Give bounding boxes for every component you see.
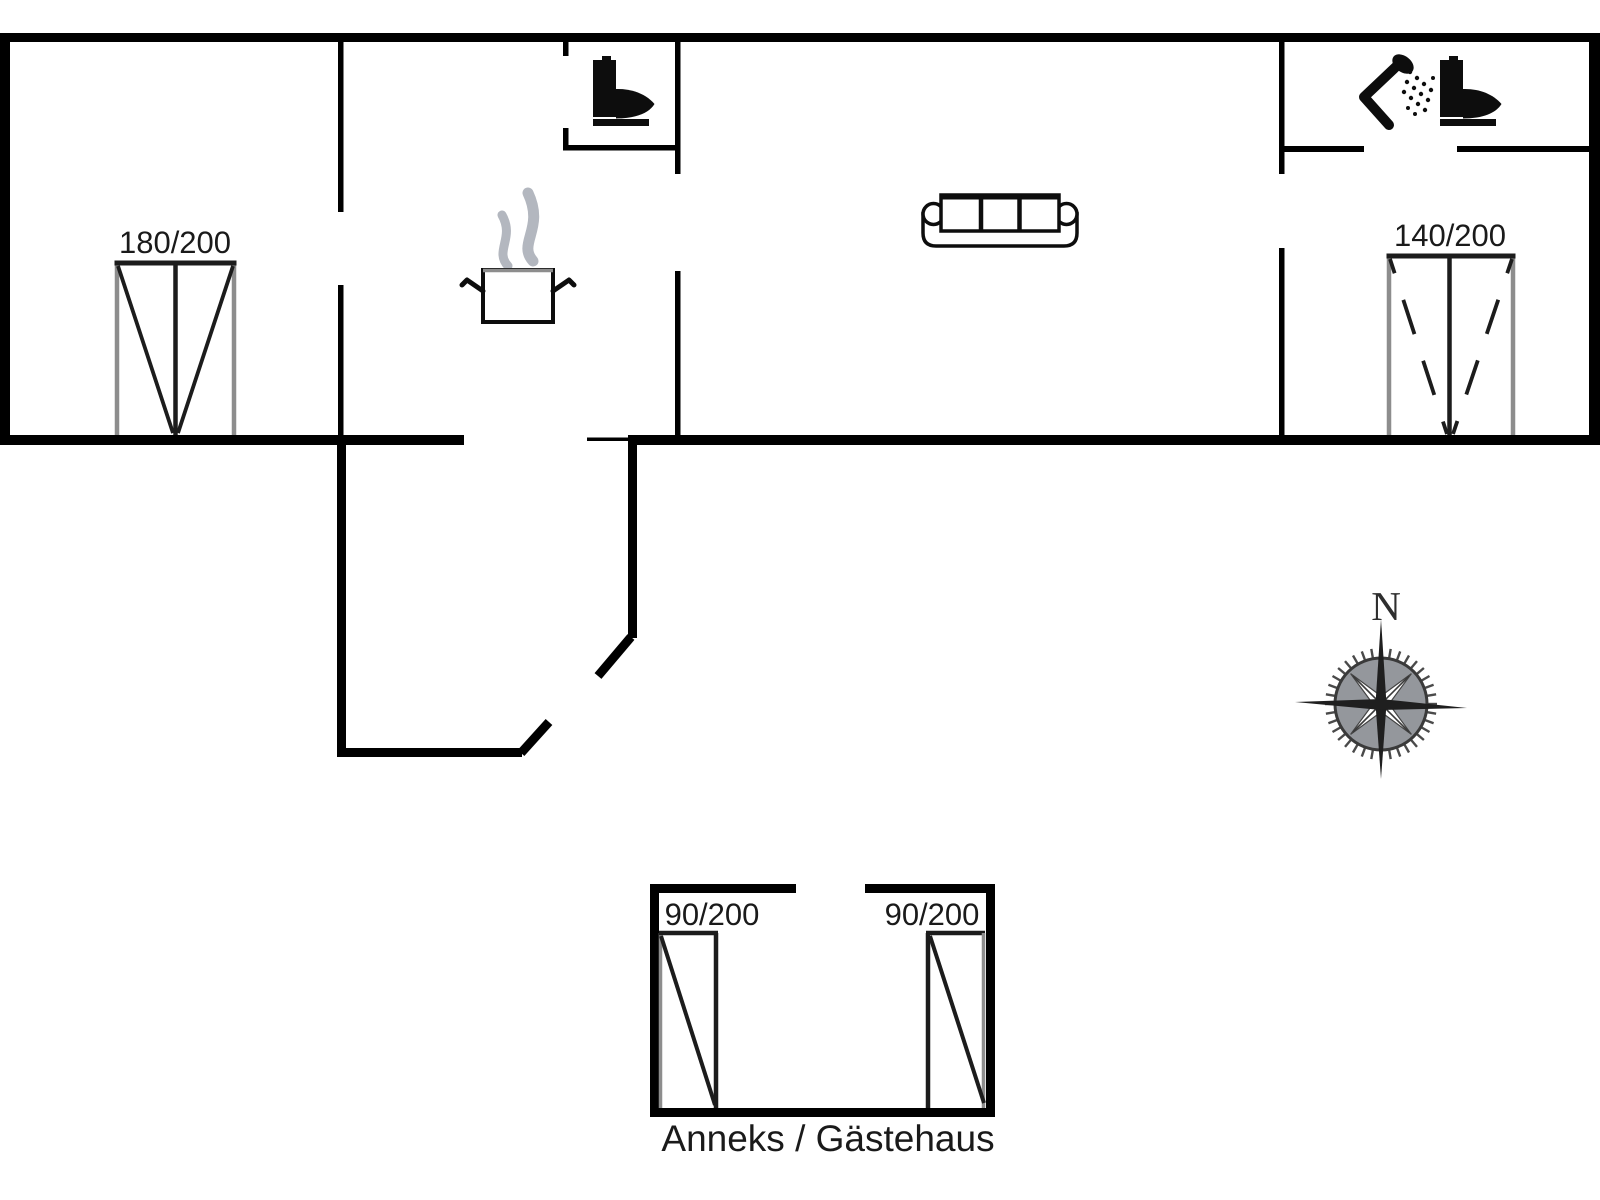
terrace-door-140-200: 140/200 xyxy=(1386,218,1516,435)
annex-door-right-diagonal xyxy=(928,935,986,1104)
compass-needle-east-west xyxy=(1295,699,1467,710)
toilet-icon xyxy=(1440,56,1502,126)
toilet-flush-button xyxy=(1449,56,1458,61)
wall-bedroom1-upper xyxy=(338,42,344,212)
toilet-flush-button xyxy=(602,56,611,61)
wall-bathroom-bottom-right xyxy=(1457,146,1589,152)
porch-door-leaf-right xyxy=(594,634,635,679)
wall-kitchen-lower xyxy=(675,271,681,435)
cooking-pot-icon xyxy=(459,187,577,324)
toilet-bowl xyxy=(616,88,655,119)
wall-top xyxy=(0,33,1600,42)
annex-caption: Anneks / Gästehaus xyxy=(661,1118,994,1159)
pot-handle-right xyxy=(550,277,577,294)
annex-door-left-diagonal xyxy=(659,935,717,1106)
main-house-walls xyxy=(0,33,1600,445)
porch-wall-bottom xyxy=(337,748,522,757)
compass-north-label: N xyxy=(1371,583,1401,629)
porch-wall-left xyxy=(337,445,346,757)
pot-handle-left xyxy=(459,277,486,294)
terrace-door-swing-dashed-left xyxy=(1388,258,1449,435)
toilet-foot xyxy=(1440,119,1496,126)
annex-wall-right xyxy=(986,884,995,1117)
wall-bottom-right xyxy=(628,435,1600,445)
shower-spray-dots xyxy=(1401,69,1435,116)
wall-left xyxy=(0,33,10,445)
sofa-seat xyxy=(939,193,1061,233)
terrace-door-dimension-label: 140/200 xyxy=(1394,218,1506,253)
annex-door-left-dimension-label: 90/200 xyxy=(665,897,760,932)
window-dimension-label: 180/200 xyxy=(119,225,231,260)
annex-wall-left xyxy=(650,884,659,1117)
sofa-icon xyxy=(921,193,1079,248)
porch-door-leaf-bottom xyxy=(517,718,553,757)
entrance-porch xyxy=(337,445,637,757)
toilet-cistern xyxy=(1440,60,1463,117)
shower-head xyxy=(1392,54,1414,74)
terrace-door-swing-dashed-right xyxy=(1451,258,1514,435)
window-casement-diagonal-right xyxy=(176,265,235,434)
compass-rose: N xyxy=(1295,583,1467,779)
wall-bottom-sill xyxy=(587,437,633,441)
window-180-200: 180/200 xyxy=(114,225,237,435)
annex-door-left: 90/200 xyxy=(658,897,760,1108)
annex-door-right-dimension-label: 90/200 xyxy=(885,897,980,932)
window-casement-diagonal-left xyxy=(116,265,175,434)
toilet-cistern xyxy=(593,60,616,117)
wall-bedroom2-lower xyxy=(1279,248,1285,435)
annex-wall-bottom xyxy=(650,1108,995,1117)
wall-bedroom1-lower xyxy=(338,285,344,435)
shower-arm xyxy=(1359,57,1406,130)
wall-wc-left-lower xyxy=(563,128,569,150)
annex-walls xyxy=(650,884,995,1117)
toilet-bowl xyxy=(1463,88,1502,119)
annex-door-right: 90/200 xyxy=(885,897,986,1108)
shower-icon xyxy=(1359,54,1435,130)
wall-bathroom-bottom-left xyxy=(1284,146,1364,152)
steam-plume-right xyxy=(522,187,540,267)
annex-wall-top-right xyxy=(865,884,995,893)
pot-body xyxy=(481,268,555,324)
wall-bottom-left xyxy=(0,435,464,445)
wall-bedroom2-upper xyxy=(1279,42,1285,174)
steam-plume-left xyxy=(497,210,513,271)
porch-wall-right xyxy=(628,445,637,638)
wall-wc-bottom xyxy=(563,145,681,151)
wall-kitchen-upper xyxy=(675,42,681,174)
wall-right xyxy=(1589,33,1600,445)
wall-wc-left-stub xyxy=(563,42,569,56)
annex-wall-top-left xyxy=(650,884,796,893)
toilet-foot xyxy=(593,119,649,126)
toilet-icon xyxy=(593,56,655,126)
